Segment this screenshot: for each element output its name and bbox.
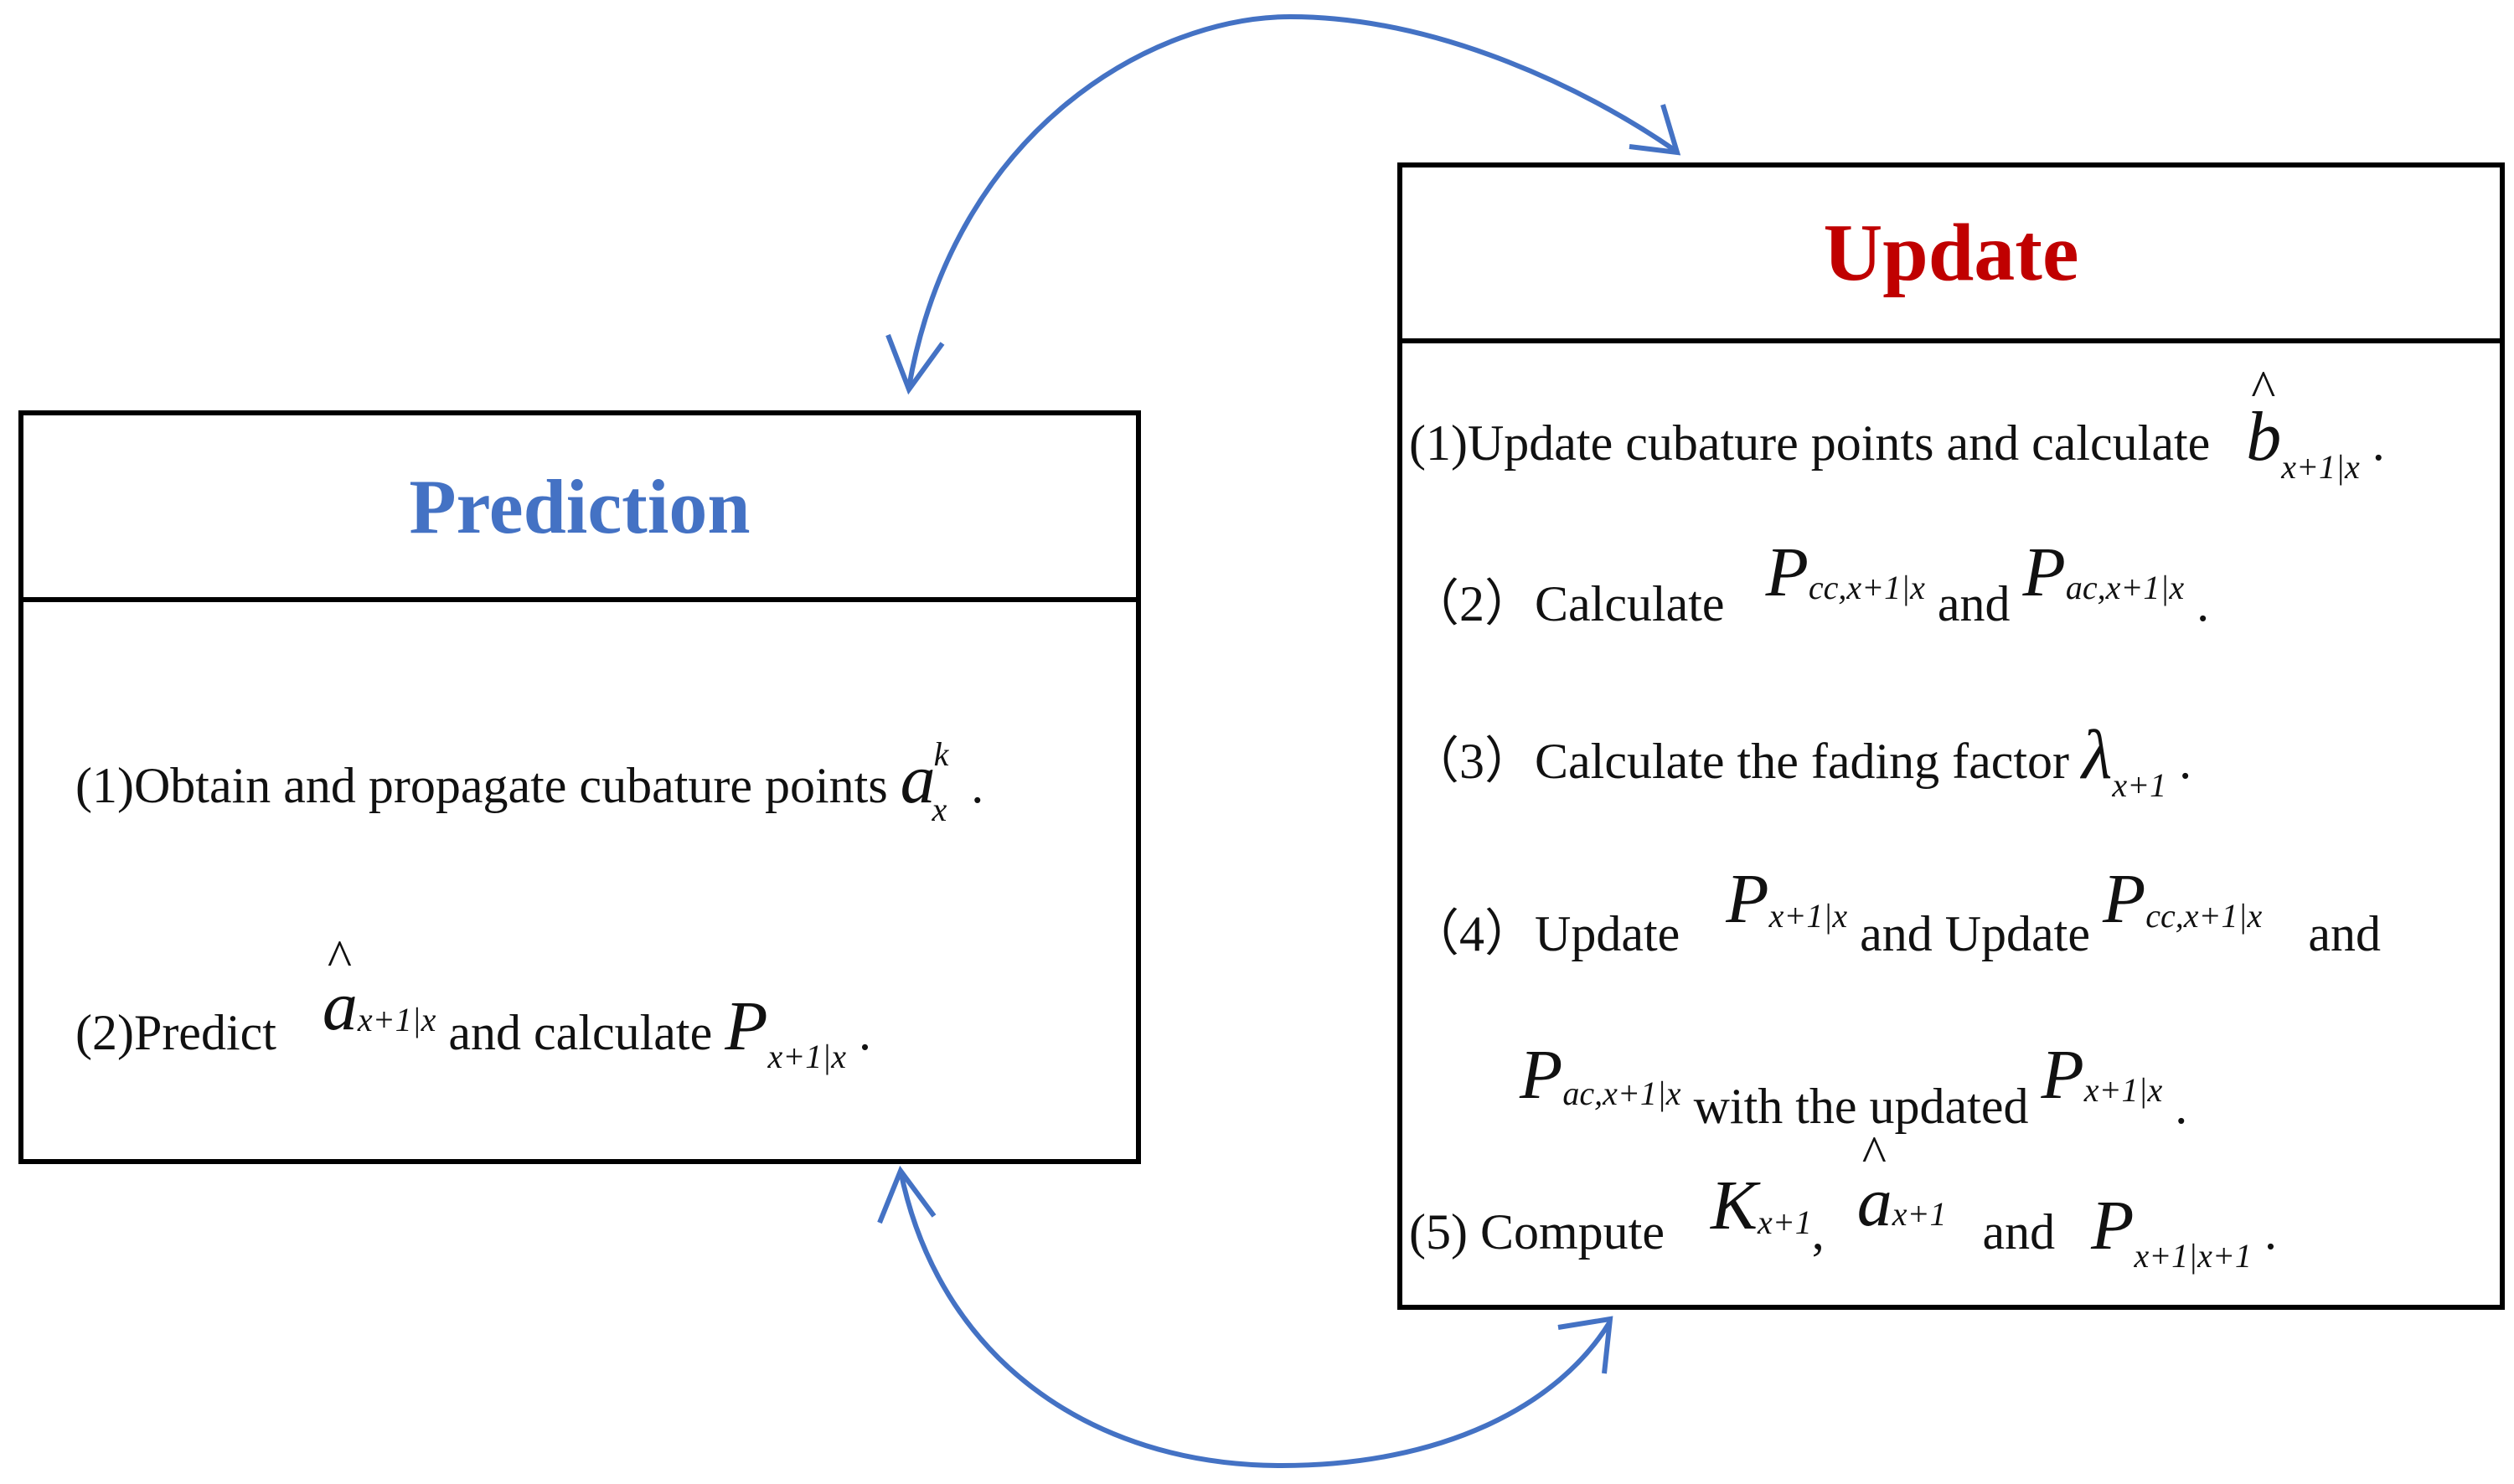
math-subscript: ac,x+1|x [1562,1074,1681,1112]
top-arc-arrowhead-left [885,333,945,395]
update-step-1: (1)Update cubature points and calculate … [1409,363,2385,484]
math-subscript: x [932,791,947,828]
update-body: (1)Update cubature points and calculate … [1402,343,2500,1305]
math-subscript: x+1|x [767,1038,847,1075]
step-text: (1)Obtain and propagate cubature points [75,758,888,813]
prediction-header: Prediction [23,415,1136,602]
prediction-step-2: (2)Predict ax+1|x and calculate Px+1|x . [75,933,872,1074]
math-subscript: x+1|x [1768,897,1848,935]
bottom-arc-arrowhead-left [877,1165,937,1224]
math-subscript: ac,x+1|x [2065,569,2185,606]
math-symbol: P [2041,1036,2084,1114]
bottom-arc-arrowhead-right [1557,1316,1613,1374]
step-text: （2）Calculate [1409,576,1725,631]
top-arc-arrowhead-right [1629,104,1681,156]
math-symbol: b [2246,363,2281,472]
math-symbol: P [2102,860,2146,938]
step-end: . [859,1005,872,1060]
step-text: and Update [1860,906,2090,961]
step-end: . [2372,415,2385,471]
math-symbol: a [1857,1129,1892,1238]
step-text: (5) Compute [1409,1204,1665,1260]
step-text: (1)Update cubature points and calculate [1409,415,2211,471]
update-step-3: （3）Calculate the fading factor λx+1 . [1409,720,2192,802]
step-text: and [1937,576,2011,631]
update-title: Update [1823,208,2079,298]
separator: , [1811,1204,1825,1260]
step-text: and [2308,906,2381,961]
math-subscript: x+1 [1892,1195,1947,1233]
step-end: . [2197,576,2210,631]
bottom-arc-arrow [898,1170,1613,1469]
step-text: and [1982,1204,2056,1260]
top-arc-arrow [906,13,1677,388]
step-text: and calculate [448,1005,713,1060]
math-subscript: x+1 [1757,1203,1812,1241]
math-symbol: a [900,740,936,818]
step-text: (2)Predict [75,1005,276,1060]
math-symbol: P [2091,1187,2135,1265]
math-subscript: cc,x+1|x [1808,569,1925,606]
math-superscript: k [933,735,949,773]
update-step-5: (5) Compute Kx+1, ax+1 and Px+1|x+1 . [1409,1129,2277,1273]
math-symbol: P [725,987,768,1065]
step-end: . [971,758,984,813]
math-symbol: P [2022,533,2066,611]
prediction-title: Prediction [409,463,751,549]
math-subscript: x+1 [2112,766,2167,804]
update-box: Update (1)Update cubature points and cal… [1397,162,2505,1310]
math-symbol: P [1726,860,1769,938]
step-text: （4）Update [1409,906,1680,961]
prediction-body: (1)Obtain and propagate cubature points … [23,602,1136,1159]
step-text: （3）Calculate the fading factor [1409,734,2070,789]
update-step-4-continued: Pac,x+1|x with the updated Px+1|x . [1520,1040,2188,1136]
step-end: . [2179,734,2192,789]
math-symbol: P [1765,533,1809,611]
math-subscript: cc,x+1|x [2145,897,2263,935]
math-symbol: K [1710,1167,1758,1244]
math-symbol: λ [2082,716,2113,794]
update-header: Update [1402,167,2500,343]
prediction-step-1: (1)Obtain and propagate cubature points … [75,738,984,827]
math-subscript: x+1|x [2083,1071,2163,1109]
math-subscript: x+1|x [2281,448,2360,486]
step-end: . [2175,1079,2188,1134]
math-symbol: a [323,933,358,1042]
update-step-4: （4）Update Px+1|x and Update Pcc,x+1|x an… [1409,864,2381,963]
update-step-2: （2）Calculate Pcc,x+1|x and Pac,x+1|x . [1409,538,2210,633]
step-text: with the updated [1693,1079,2029,1134]
math-subscript: x+1|x [357,1001,436,1038]
math-symbol: P [1520,1036,1563,1114]
step-end: . [2264,1204,2277,1260]
prediction-box: Prediction (1)Obtain and propagate cubat… [18,410,1141,1164]
math-subscript: x+1|x+1 [2134,1237,2252,1275]
